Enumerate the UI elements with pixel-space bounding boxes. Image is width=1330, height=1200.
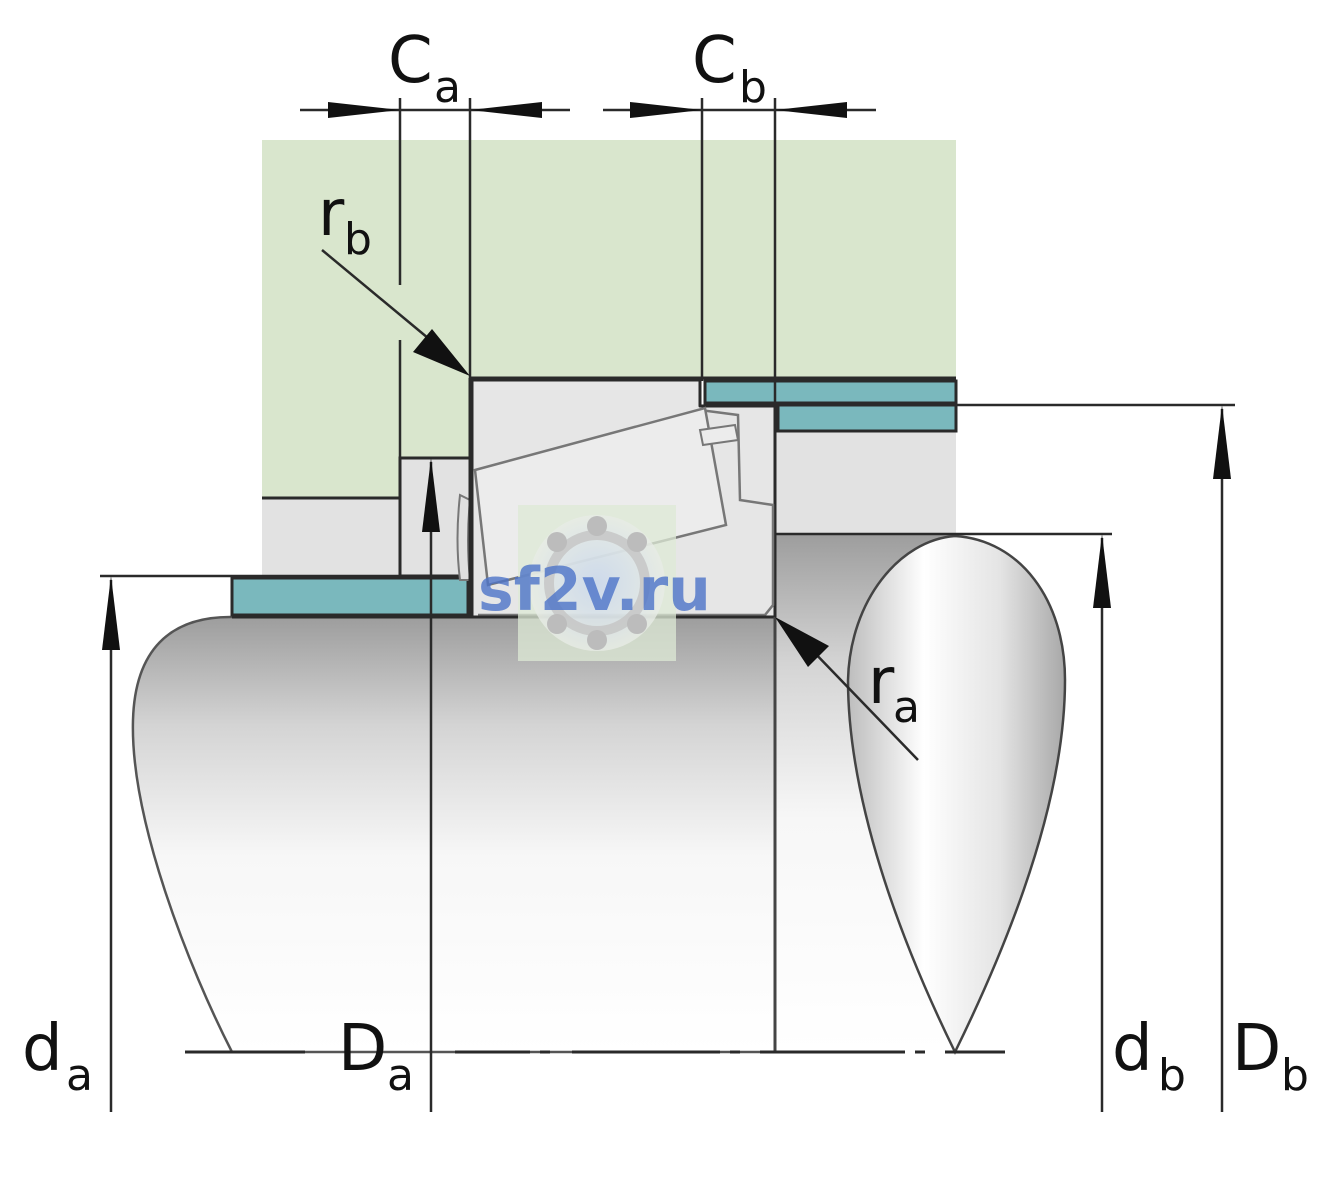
outer-sleeve-lower: [776, 403, 958, 433]
label-Db: D b: [1232, 1012, 1309, 1101]
svg-text:C: C: [692, 24, 737, 98]
housing-right-area: [775, 430, 956, 534]
label-Ca: C a: [388, 24, 461, 113]
svg-text:C: C: [388, 24, 433, 98]
svg-text:r: r: [868, 645, 895, 719]
label-db: d b: [1112, 1012, 1186, 1101]
label-Cb: C b: [692, 24, 767, 113]
svg-text:a: a: [387, 1050, 414, 1101]
svg-text:b: b: [1158, 1050, 1186, 1101]
svg-text:a: a: [893, 682, 920, 733]
svg-text:r: r: [318, 177, 345, 251]
svg-text:a: a: [66, 1050, 93, 1101]
label-da: d a: [22, 1012, 93, 1101]
svg-text:d: d: [22, 1012, 63, 1086]
svg-text:a: a: [434, 62, 461, 113]
watermark-text: sf2v.ru: [478, 555, 711, 625]
outer-sleeve-upper: [703, 379, 958, 405]
svg-text:b: b: [739, 62, 767, 113]
inner-sleeve: [230, 576, 470, 617]
label-rb: r b: [318, 177, 372, 265]
housing-shoulder: [262, 378, 470, 498]
svg-text:b: b: [1281, 1050, 1309, 1101]
housing: [262, 140, 956, 378]
svg-text:D: D: [1232, 1012, 1281, 1086]
svg-text:b: b: [344, 214, 372, 265]
shaft: [131, 615, 777, 1054]
dimension-lines: [102, 98, 1231, 1112]
svg-text:D: D: [338, 1012, 387, 1086]
svg-text:d: d: [1112, 1012, 1153, 1086]
label-Da: D a: [338, 1012, 414, 1101]
label-ra: r a: [868, 645, 920, 733]
watermark: sf2v.ru: [478, 505, 711, 661]
housing-bore-area: [262, 498, 400, 576]
